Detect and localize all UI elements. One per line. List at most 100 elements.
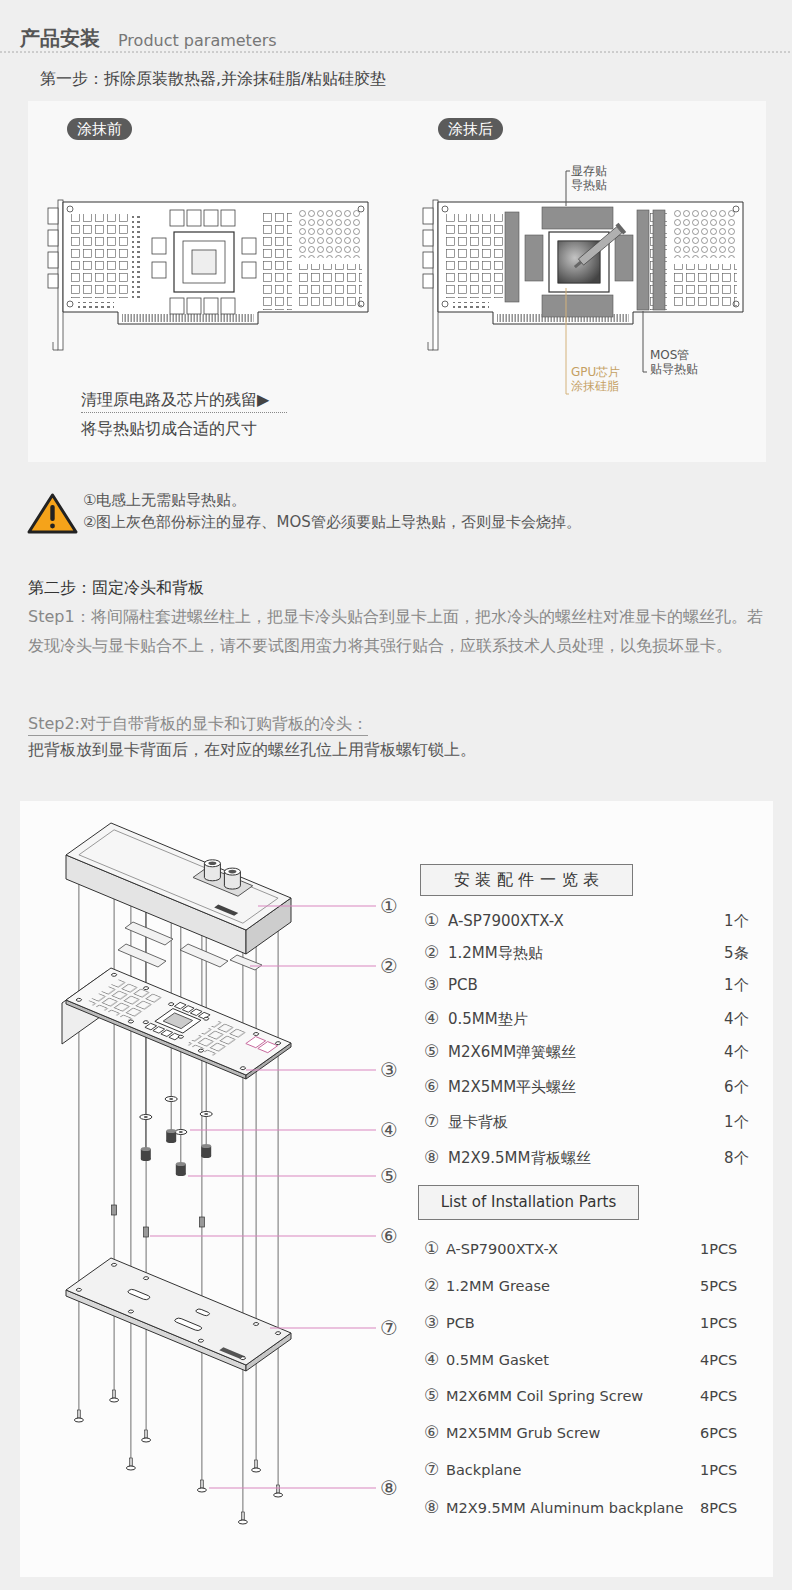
backplate-part-part-part: [142, 1276, 149, 1280]
graphics-card-part-part: [145, 1002, 210, 1040]
graphics-card-part-part-part: [197, 1049, 204, 1053]
thermal-pad-part: [653, 210, 665, 310]
backplate-screw-part: [142, 1438, 151, 1442]
leader-line-part: [566, 171, 570, 206]
warning-icon: [29, 495, 76, 532]
item-quantity: 6PCS: [700, 1424, 737, 1442]
backplate-screw-part: [77, 1410, 80, 1418]
graphics-card-part-part-part: [110, 973, 117, 977]
callout-number: ②: [380, 954, 398, 979]
screw-axis-part: [256, 914, 257, 1460]
graphics-card-part-part: [75, 973, 281, 1070]
item-number: ④: [424, 1349, 439, 1370]
graphics-card-part-part-part: [252, 1032, 259, 1036]
backplate-screw-part: [252, 1468, 261, 1472]
backplate-screw: [74, 1390, 282, 1524]
item-number: ⑤: [424, 1041, 439, 1062]
washer-part: [165, 1097, 177, 1102]
graphics-card-part-part-part: [239, 1066, 246, 1070]
backplate: [66, 1258, 291, 1371]
callout-label: GPU芯片涂抹硅脂: [571, 366, 624, 394]
graphics-card-part-part-part: [127, 1020, 134, 1024]
item-number: ⑦: [424, 1459, 439, 1480]
graphics-card-part-part: [186, 1020, 248, 1056]
panel-ground: [20, 801, 773, 1577]
table-heading-box: 安装配件一览表: [420, 864, 633, 896]
thermal-pad: [505, 207, 665, 317]
water-block-part: [224, 868, 240, 875]
backplate-part-part-part: [274, 1331, 281, 1335]
thermal-pad-part: [542, 295, 613, 317]
washer: [140, 1097, 212, 1135]
item-quantity: 4个: [724, 1043, 749, 1062]
thermal-pad-part: [505, 212, 519, 302]
item-number: ③: [424, 1312, 439, 1333]
syringe-part: [578, 227, 621, 265]
item-name: 1.2MM Grease: [446, 1277, 550, 1295]
item-quantity: 4个: [724, 1010, 749, 1029]
backplate-part-part-part: [127, 1310, 134, 1314]
table-heading-box: List of Installation Parts: [418, 1185, 639, 1220]
backplate-screw-part: [113, 1390, 116, 1398]
pcb-after-part: [423, 200, 743, 350]
thermal-pad-part: [615, 235, 633, 281]
leader-line: [566, 171, 647, 394]
item-quantity: 5PCS: [700, 1277, 737, 1295]
syringe-part: [615, 223, 626, 235]
water-block-part: [208, 862, 216, 866]
warning-icon-part: [50, 524, 55, 529]
backplate-screw-part: [241, 1512, 244, 1520]
callout-leader: [150, 906, 376, 1488]
item-number: ⑧: [424, 1497, 439, 1518]
item-number: ④: [424, 1008, 439, 1029]
washer-part: [204, 1113, 208, 1115]
water-block-part-part: [214, 905, 238, 916]
callout-leader-part: [270, 1328, 376, 1329]
warning-icon-part: [29, 495, 76, 532]
item-number: ①: [424, 910, 439, 931]
water-block-part-part: [66, 823, 291, 930]
item-quantity: 4PCS: [700, 1387, 737, 1405]
water-block-part: [228, 870, 236, 874]
graphics-card-part-part-part: [203, 1017, 210, 1021]
item-name: M2X5MM Grub Screw: [446, 1424, 600, 1442]
pill-label: 涂抹后: [448, 119, 493, 139]
backplate-screw-part: [126, 1466, 135, 1470]
sub-heading: Step2:对于自带背板的显卡和订购背板的冷头：: [28, 714, 368, 736]
backplate-screw-part: [277, 1485, 280, 1493]
item-quantity: 4PCS: [700, 1351, 737, 1369]
backplate-part-part: [173, 1317, 203, 1331]
table-heading: 安装配件一览表: [448, 865, 605, 895]
item-number: ⑧: [424, 1147, 439, 1168]
warning-note: ②图上灰色部份标注的显存、MOS管必须要贴上导热贴，否则显卡会烧掉。: [83, 513, 581, 532]
item-name: PCB: [448, 976, 478, 995]
thermal-pad: [118, 922, 262, 970]
item-quantity: 5条: [724, 944, 749, 963]
backplate-part-part-part: [239, 1356, 246, 1360]
item-quantity: 1PCS: [700, 1314, 737, 1332]
water-block-part: [66, 823, 291, 930]
graphics-card-part-part-part: [177, 1035, 184, 1039]
spring-screw-part: [201, 1144, 211, 1148]
item-number: ③: [424, 974, 439, 995]
washer-part: [169, 1098, 173, 1100]
panel: 清理原电路及芯片的残留▶将导热贴切成合适的尺寸涂抹前涂抹后: [28, 101, 766, 462]
graphics-card: [62, 968, 291, 1079]
item-quantity: 1个: [724, 976, 749, 995]
item-name: 0.5MM垫片: [448, 1010, 528, 1029]
item-name: M2X6MM Coil Spring Screw: [446, 1387, 643, 1405]
backplate-part-part-part: [75, 1288, 82, 1292]
washer-part: [200, 1112, 212, 1117]
item-name: M2X6MM弹簧螺丝: [448, 1043, 576, 1062]
item-number: ①: [424, 1238, 439, 1259]
callout-number: ⑧: [380, 1476, 398, 1501]
thermal-pad-part: [180, 944, 228, 967]
callout-label: MOS管贴导热贴: [650, 349, 700, 377]
washer-part: [144, 1116, 148, 1118]
graphics-card-part-part: [86, 978, 165, 1021]
thermal-pad-part: [525, 235, 543, 281]
callout-leader-part: [209, 1488, 376, 1489]
item-number: ⑥: [424, 1076, 439, 1097]
backplate-part: [66, 1258, 291, 1365]
